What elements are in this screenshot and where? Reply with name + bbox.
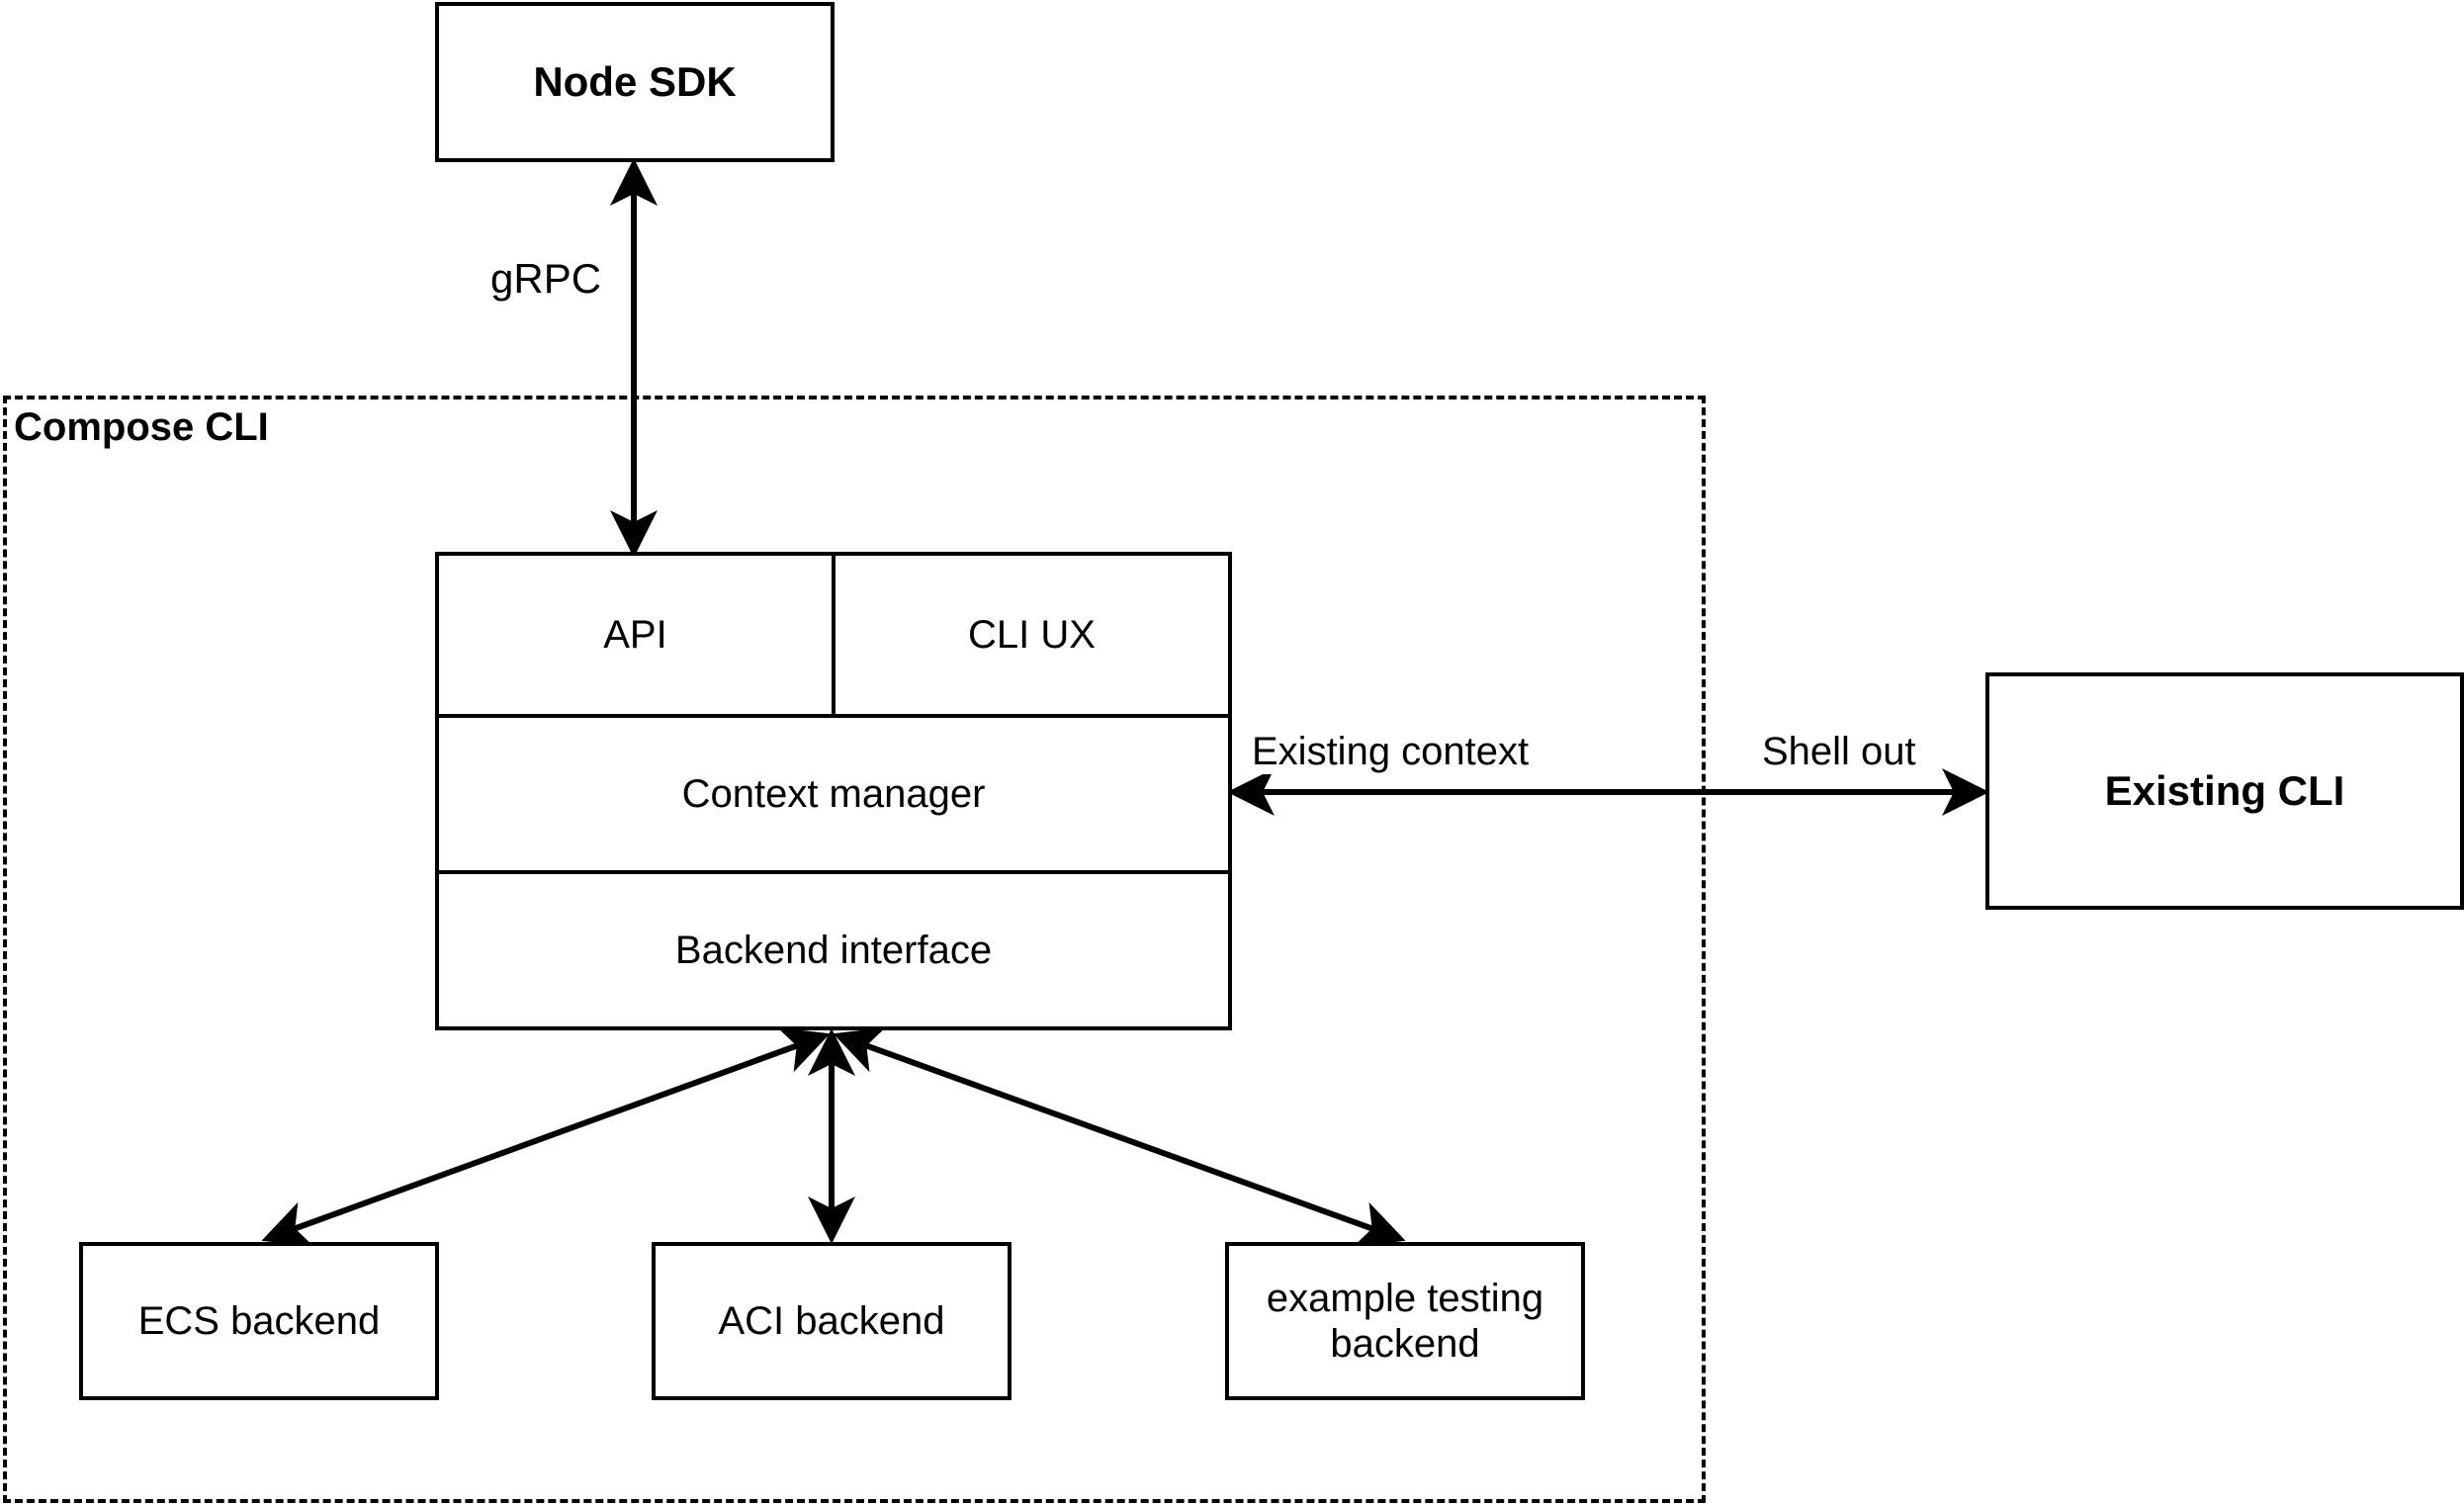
stack-cell-backend-interface-label: Backend interface [674,928,993,972]
example-testing-backend-line1: example testing [1266,1277,1544,1320]
stack-cell-api-label: API [603,612,667,657]
edge-backend-example [833,1027,1406,1247]
group-compose-cli [3,396,1706,1503]
stack-row-context-manager[interactable]: Context manager [439,714,1228,870]
edge-label-existing-context: Existing context [1248,730,1534,774]
edge-label-grpc: gRPC [486,255,606,303]
group-compose-cli-title: Compose CLI [14,405,269,449]
compose-cli-stack: API CLI UX Context manager Backend inter… [435,552,1232,1030]
stack-cell-cli-ux-label: CLI UX [968,612,1096,657]
aci-backend-label: ACI backend [718,1299,945,1343]
example-testing-backend-box[interactable]: example testing backend [1225,1242,1585,1400]
stack-cell-api[interactable]: API [439,556,832,714]
stack-cell-cli-ux[interactable]: CLI UX [832,556,1228,714]
ecs-backend-box[interactable]: ECS backend [79,1242,439,1400]
stack-cell-backend-interface[interactable]: Backend interface [439,874,1228,1026]
edge-backend-ecs [261,1027,831,1247]
stack-cell-context-manager[interactable]: Context manager [439,718,1228,870]
stack-row-api: API CLI UX [439,556,1228,714]
example-testing-backend-line2: backend [1330,1322,1480,1366]
existing-cli-box[interactable]: Existing CLI [1985,672,2464,910]
aci-backend-box[interactable]: ACI backend [652,1242,1012,1400]
ecs-backend-label: ECS backend [137,1299,381,1343]
stack-row-backend-interface[interactable]: Backend interface [439,870,1228,1026]
example-testing-backend-label: example testing backend [1229,1276,1581,1367]
node-sdk-box[interactable]: Node SDK [435,2,835,162]
edge-label-shell-out: Shell out [1758,730,1920,774]
node-sdk-label: Node SDK [533,57,737,105]
existing-cli-label: Existing CLI [2104,766,2345,814]
stack-cell-context-manager-label: Context manager [681,771,986,816]
